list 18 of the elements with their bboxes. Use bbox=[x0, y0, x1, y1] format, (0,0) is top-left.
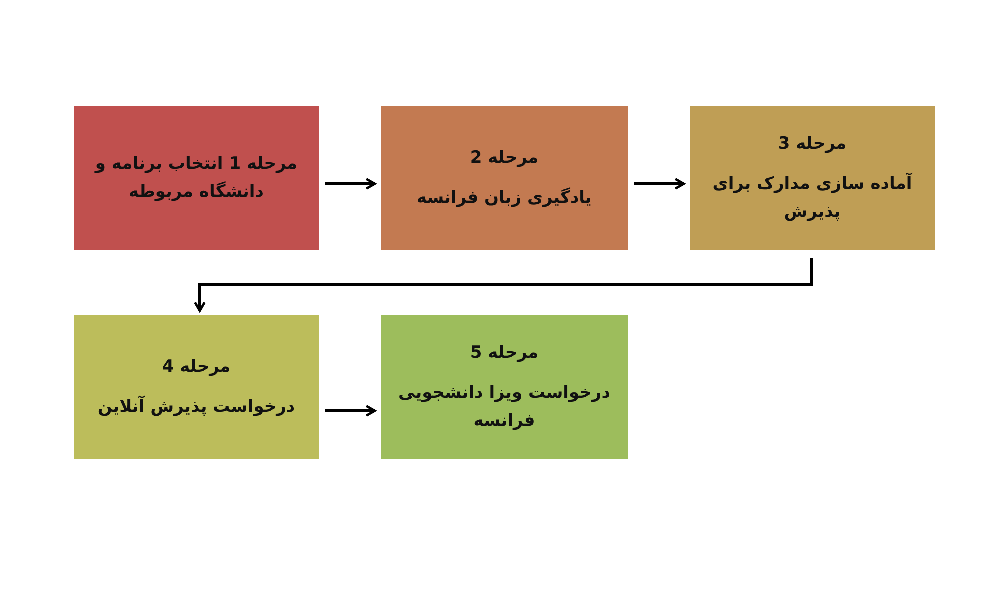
step-text: آماده سازی مدارک برای پذیرش bbox=[712, 172, 914, 224]
step-text: مرحله 3 bbox=[778, 133, 847, 156]
step-text: درخواست پذیرش آنلاین bbox=[98, 395, 296, 419]
arrow bbox=[194, 258, 814, 312]
step-text: یادگیری زبان فرانسه bbox=[417, 186, 592, 210]
step-text: درخواست ویزا دانشجویی فرانسه bbox=[398, 382, 612, 433]
arrow bbox=[325, 405, 376, 417]
step-text: مرحله 4 bbox=[162, 356, 231, 379]
step-box bbox=[381, 315, 628, 459]
step-text: مرحله 1 انتخاب برنامه و دانشگاه مربوطه bbox=[94, 153, 299, 204]
step-text: مرحله 5 bbox=[470, 342, 539, 365]
arrow bbox=[325, 178, 376, 190]
step-box bbox=[690, 106, 935, 250]
step-box bbox=[74, 106, 319, 250]
step-box bbox=[381, 106, 628, 250]
step-box bbox=[74, 315, 319, 459]
step-text: مرحله 2 bbox=[470, 147, 539, 170]
arrow bbox=[634, 178, 686, 190]
